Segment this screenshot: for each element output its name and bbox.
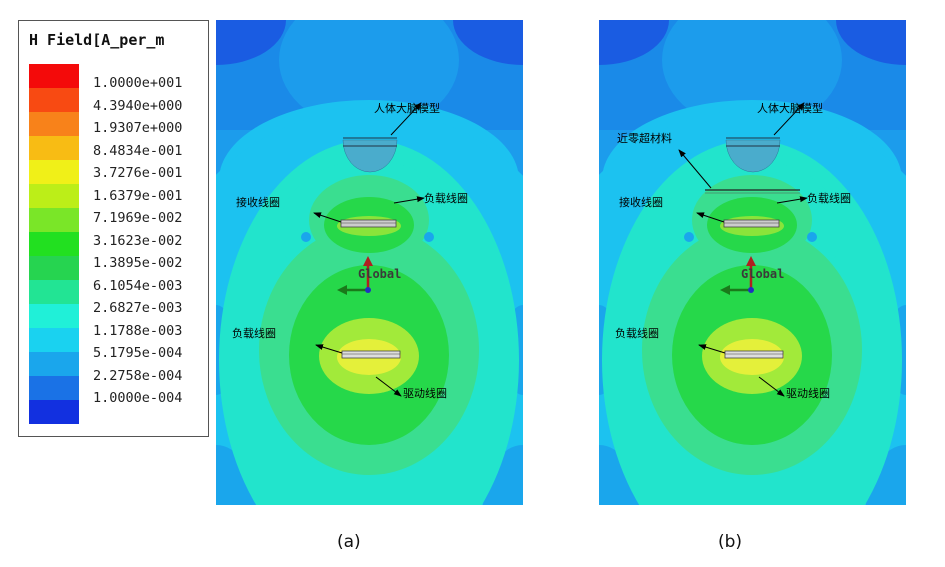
receive-coil-label: 接收线圈 bbox=[236, 195, 280, 209]
legend-value: 5.1795e-004 bbox=[93, 345, 183, 361]
load-coil-top-label: 负载线圈 bbox=[807, 191, 851, 205]
legend-color-bar bbox=[29, 64, 79, 424]
drive-coil-label: 驱动线圈 bbox=[786, 386, 830, 400]
legend-swatch bbox=[29, 88, 79, 112]
legend-value: 1.1788e-003 bbox=[93, 322, 183, 339]
global-axis-label: Global bbox=[358, 267, 401, 281]
legend-swatch bbox=[29, 160, 79, 184]
pointer-arrow bbox=[678, 149, 712, 189]
load-coil-bottom-label: 负载线圈 bbox=[232, 326, 276, 340]
legend-value: 1.6379e-001 bbox=[93, 187, 183, 204]
pointer-arrow bbox=[375, 376, 402, 397]
pointer-arrow bbox=[696, 212, 725, 223]
legend-swatch bbox=[29, 400, 79, 424]
legend-swatch bbox=[29, 112, 79, 136]
legend-swatch bbox=[29, 280, 79, 304]
drive-coil-label: 驱动线圈 bbox=[403, 386, 447, 400]
brain-model-label: 人体大脑模型 bbox=[757, 101, 823, 115]
legend-value: 2.2758e-004 bbox=[93, 367, 183, 384]
pointer-arrow bbox=[313, 212, 342, 223]
metamaterial-slab bbox=[705, 189, 800, 194]
legend-swatch bbox=[29, 232, 79, 256]
load-coil-bottom-label: 负载线圈 bbox=[615, 326, 659, 340]
legend-swatch bbox=[29, 208, 79, 232]
drive-coil bbox=[341, 350, 401, 359]
legend-value: 1.3895e-002 bbox=[93, 255, 183, 271]
legend-swatch bbox=[29, 184, 79, 208]
legend-value: 8.4834e-001 bbox=[93, 142, 183, 159]
legend-value: 7.1969e-002 bbox=[93, 210, 183, 226]
legend-swatch bbox=[29, 64, 79, 88]
legend-value: 3.7276e-001 bbox=[93, 165, 183, 181]
metamaterial-label: 近零超材料 bbox=[617, 131, 672, 145]
legend-swatch bbox=[29, 352, 79, 376]
legend-value: 1.0000e+001 bbox=[93, 75, 183, 91]
legend-value: 1.9307e+000 bbox=[93, 120, 183, 136]
global-axes: Global bbox=[337, 256, 401, 295]
legend-value: 2.6827e-003 bbox=[93, 300, 183, 316]
legend-swatch bbox=[29, 376, 79, 400]
legend-swatch bbox=[29, 256, 79, 280]
pointer-arrow bbox=[393, 196, 425, 204]
receive-coil bbox=[340, 219, 397, 228]
legend-value: 1.0000e-004 bbox=[93, 390, 183, 406]
legend-value: 6.1054e-003 bbox=[93, 277, 183, 294]
legend-value: 4.3940e+000 bbox=[93, 97, 183, 114]
receive-coil bbox=[723, 219, 780, 228]
pointer-arrow bbox=[758, 376, 785, 397]
caption-b: (b) bbox=[718, 532, 743, 552]
legend-swatch bbox=[29, 304, 79, 328]
field-plot-a: Global 人体大脑模型接收线圈负载线圈负载线圈驱动线圈 bbox=[216, 20, 523, 505]
field-contours bbox=[216, 20, 523, 505]
caption-a: (a) bbox=[337, 532, 361, 552]
pointer-arrow bbox=[315, 344, 343, 354]
pointer-arrow bbox=[698, 344, 726, 354]
pointer-arrow bbox=[773, 102, 805, 136]
load-coil-top-label: 负载线圈 bbox=[424, 191, 468, 205]
drive-coil bbox=[724, 350, 784, 359]
legend-value: 3.1623e-002 bbox=[93, 232, 183, 249]
legend-swatch bbox=[29, 136, 79, 160]
field-plot-b: Global 人体大脑模型接收线圈负载线圈负载线圈驱动线圈近零超材料 bbox=[599, 20, 906, 505]
pointer-arrow bbox=[776, 196, 808, 204]
legend-swatch bbox=[29, 328, 79, 352]
receive-coil-label: 接收线圈 bbox=[619, 195, 663, 209]
legend-title: H Field[A_per_m bbox=[29, 31, 165, 49]
global-axes: Global bbox=[720, 256, 784, 295]
global-axis-label: Global bbox=[741, 267, 784, 281]
pointer-arrow bbox=[390, 102, 422, 136]
brain-model-label: 人体大脑模型 bbox=[374, 101, 440, 115]
brain-model bbox=[725, 137, 781, 173]
brain-model bbox=[342, 137, 398, 173]
field-legend: H Field[A_per_m 1.0000e+001 4.3940e+000 1.… bbox=[18, 20, 209, 437]
